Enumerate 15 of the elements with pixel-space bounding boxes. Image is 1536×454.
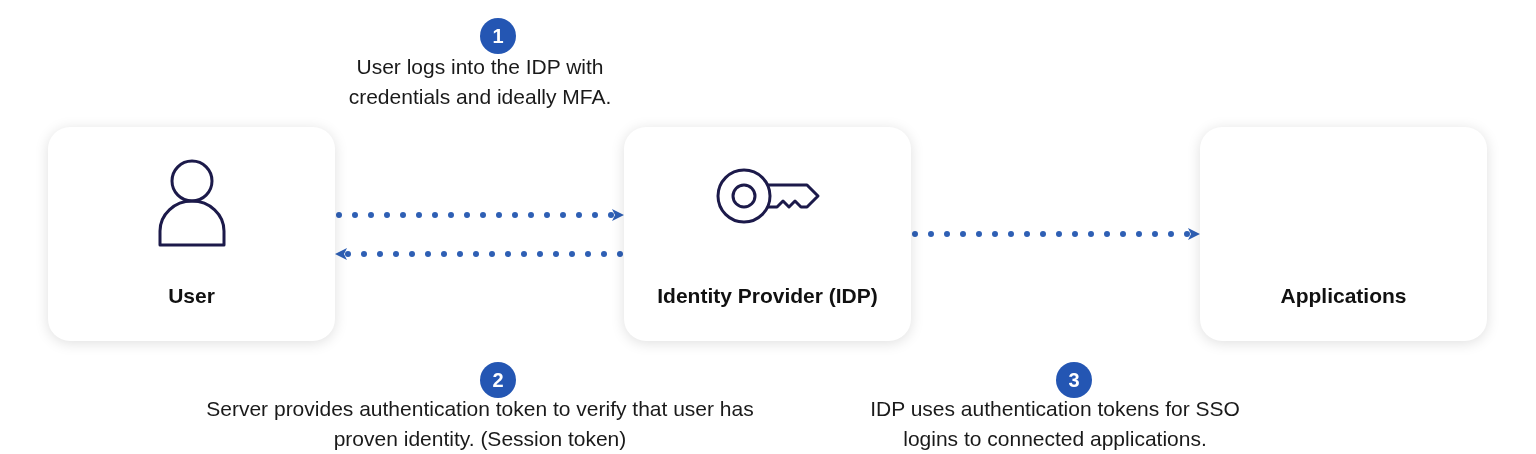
node-card (624, 127, 911, 341)
step-description: IDP uses authentication tokens for SSO logins to connected applications. (869, 396, 1241, 452)
node-card (1200, 127, 1487, 341)
node-title: Applications (1280, 282, 1407, 309)
step-number-badge: 3 (1056, 362, 1092, 398)
dotted-arrow (336, 209, 625, 221)
node-title: User (168, 282, 215, 309)
step-description: User logs into the IDP with credentials and ideally MFA. (347, 54, 613, 110)
dotted-arrow (334, 248, 623, 260)
step-description: Server provides authentication token to verify that user has proven identity. (Session token) (205, 396, 755, 452)
dotted-arrow (912, 228, 1201, 240)
step-number-badge: 1 (480, 18, 516, 54)
step-number-badge: 2 (480, 362, 516, 398)
node-title: Identity Provider (IDP) (657, 282, 878, 309)
node-card (48, 127, 335, 341)
